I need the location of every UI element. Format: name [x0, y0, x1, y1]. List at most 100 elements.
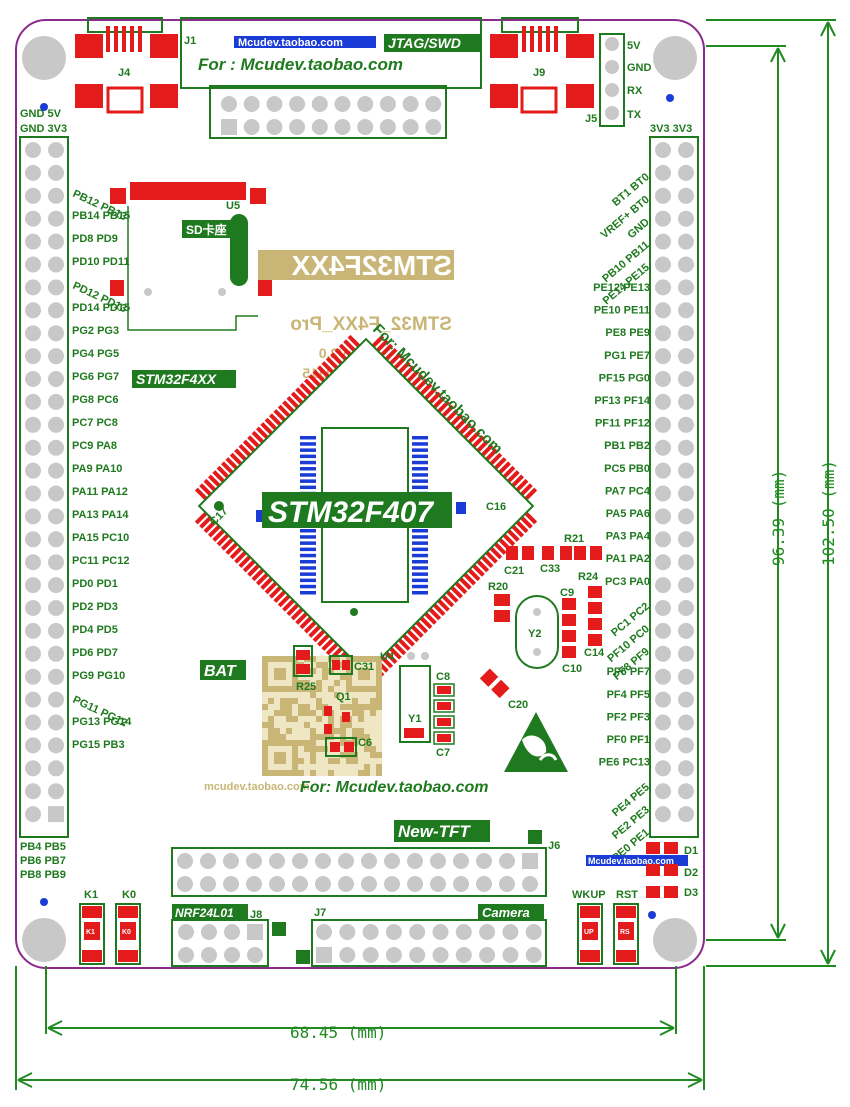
qr-module — [268, 722, 274, 728]
pin — [48, 554, 64, 571]
pin-square — [48, 806, 64, 823]
pin — [655, 485, 671, 502]
jtag-url: Mcudev.taobao.com — [238, 37, 343, 49]
pin — [605, 106, 619, 120]
pin — [25, 187, 41, 204]
mcu-pin — [467, 568, 481, 582]
pin — [266, 96, 283, 112]
pin — [678, 164, 694, 181]
pin — [655, 577, 671, 594]
pin — [655, 210, 671, 227]
pin — [338, 876, 354, 892]
pin — [655, 554, 671, 571]
mcu-pin — [308, 374, 322, 387]
qr-module — [340, 728, 346, 734]
mcu-pin — [463, 572, 477, 586]
right-pin-label: PA5 PA6 — [606, 508, 650, 520]
mcu-pin — [264, 581, 278, 595]
sd-card-slot — [110, 182, 272, 331]
pin — [678, 600, 694, 616]
inner-pin — [300, 442, 316, 446]
mcu-pin — [212, 470, 226, 483]
pin — [655, 531, 671, 548]
button-rst[interactable] — [613, 903, 639, 965]
pin-square — [247, 924, 263, 940]
inner-pin — [300, 467, 316, 471]
pin — [499, 853, 515, 869]
pin — [25, 462, 41, 479]
mcu-pin — [520, 516, 533, 529]
pin — [48, 187, 64, 204]
mcu-pin — [238, 443, 252, 457]
mcu-pin — [424, 387, 437, 400]
mcu-pin — [212, 529, 226, 542]
mcu-pin — [273, 409, 287, 422]
right-pin-label: PF4 PF5 — [607, 689, 650, 701]
qr-module — [376, 752, 382, 758]
pin — [655, 393, 671, 410]
inner-pin — [300, 436, 316, 440]
qr-module — [358, 734, 364, 740]
nrf-banner — [172, 904, 248, 920]
pin — [476, 876, 492, 892]
button-k1[interactable] — [79, 903, 105, 965]
mcu-pin — [498, 461, 511, 475]
pin — [48, 302, 64, 319]
pin — [361, 853, 377, 869]
camera-banner — [478, 904, 544, 920]
wkup-cap: UP — [584, 929, 594, 936]
qr-module — [304, 680, 310, 686]
pin — [655, 760, 671, 777]
qr-module — [292, 716, 298, 722]
pin — [453, 853, 469, 869]
pin — [25, 256, 41, 273]
pin — [177, 876, 193, 892]
inner-pin — [412, 535, 428, 539]
pin — [48, 714, 64, 731]
pin — [25, 508, 41, 525]
pin — [25, 393, 41, 410]
inner-pin — [412, 553, 428, 558]
mcu-pin — [264, 417, 278, 431]
qr-module — [310, 758, 316, 764]
qr-module — [304, 722, 310, 728]
inner-pin — [412, 578, 428, 583]
pin — [678, 645, 694, 662]
button-wkup[interactable] — [577, 903, 603, 965]
qr-module — [328, 758, 334, 764]
qr-module — [328, 770, 334, 776]
pin — [379, 119, 396, 135]
mcu-pin — [511, 524, 525, 538]
inner-pin — [412, 485, 428, 490]
button-k0[interactable] — [115, 903, 141, 965]
r20-label: R20 — [488, 581, 508, 593]
pin — [48, 531, 64, 548]
jtag-header — [180, 17, 482, 139]
mcu-pin — [225, 542, 239, 555]
mcu-pin — [515, 520, 529, 534]
qr-module — [286, 710, 292, 716]
mcu-pin — [347, 334, 361, 348]
pin — [655, 622, 671, 639]
dimension-lines — [15, 19, 836, 1090]
qr-module — [286, 698, 292, 704]
mcu-pin — [397, 638, 411, 651]
pin — [655, 668, 671, 685]
y1-label: Y1 — [408, 713, 421, 725]
pin — [655, 691, 671, 708]
mcu-pin — [371, 334, 385, 348]
inner-pin — [300, 448, 316, 452]
pin — [357, 119, 374, 135]
pin — [339, 947, 356, 963]
qr-module — [262, 722, 268, 728]
mcu-pin — [343, 339, 356, 352]
c20-cap — [479, 668, 510, 699]
qr-module — [358, 716, 364, 722]
d2-label: D2 — [684, 867, 698, 879]
left-pin-label: PD0 PD1 — [72, 578, 118, 590]
pin1-marker — [296, 950, 310, 964]
pin — [655, 279, 671, 296]
pin — [48, 485, 64, 502]
mcu-pin — [282, 598, 295, 612]
inner-pin — [300, 485, 316, 490]
